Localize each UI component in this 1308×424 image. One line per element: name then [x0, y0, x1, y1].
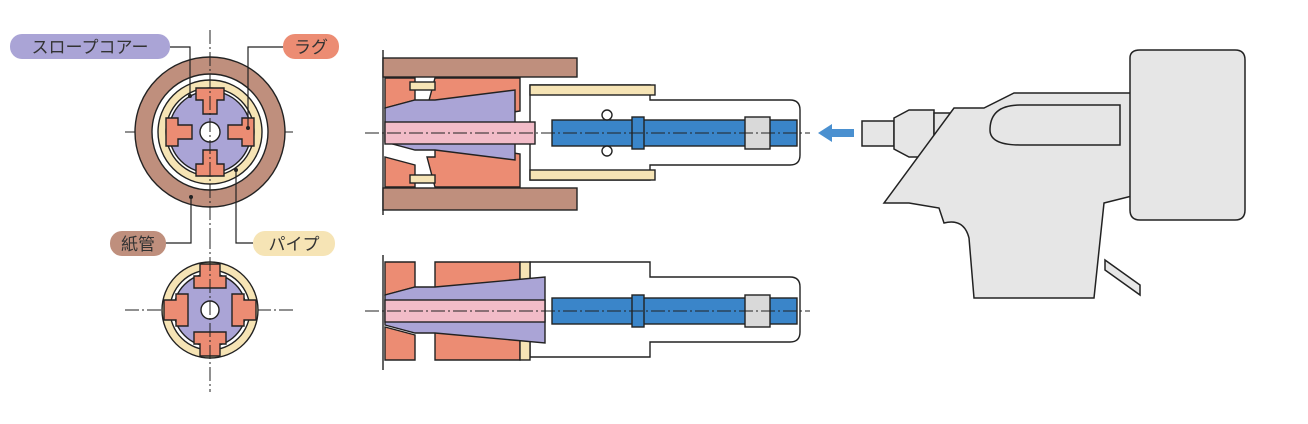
svg-text:紙管: 紙管 — [121, 235, 155, 255]
label-paper-tube: 紙管 — [110, 231, 166, 256]
svg-text:パイプ: パイプ — [269, 235, 320, 255]
label-pipe: パイプ — [253, 231, 335, 256]
arrow-left-icon — [818, 124, 854, 142]
label-lug: ラグ — [283, 34, 339, 59]
side-view-retracted — [365, 255, 810, 370]
svg-text:スロープコアー: スロープコアー — [32, 38, 149, 58]
cross-section-retracted — [125, 235, 295, 392]
svg-text:ラグ: ラグ — [294, 38, 328, 58]
cross-section-expanded: スロープコアー ラグ 紙管 パイプ — [10, 30, 339, 256]
label-slope-core: スロープコアー — [10, 34, 170, 59]
side-view-expanded — [365, 50, 854, 215]
impact-wrench — [861, 49, 1246, 299]
